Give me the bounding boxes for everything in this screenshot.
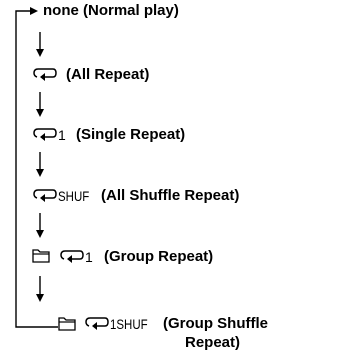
repeat-icon [33, 189, 57, 202]
mode-label-group-repeat: (Group Repeat) [104, 248, 214, 265]
repeat-icon [85, 317, 109, 330]
repeat-icon [33, 128, 57, 141]
mode-label-all-repeat: (All Repeat) [66, 66, 150, 83]
indicator-group-single: 1 [85, 249, 93, 265]
indicator-single: 1 [58, 127, 66, 143]
return-loop-line [15, 7, 58, 328]
indicator-shuffle: SHUF [58, 188, 90, 204]
folder-icon [32, 249, 50, 263]
mode-label-normal: none (Normal play) [43, 2, 179, 19]
mode-label-group-shuffle-line2: Repeat) [185, 334, 241, 351]
indicator-group-shuffle: 1SHUF [110, 316, 148, 332]
repeat-icon [60, 250, 84, 263]
mode-label-single-repeat: (Single Repeat) [76, 126, 186, 143]
folder-icon [58, 317, 76, 331]
mode-label-all-shuffle-repeat: (All Shuffle Repeat) [101, 187, 240, 204]
mode-label-group-shuffle-line1: (Group Shuffle [163, 315, 268, 332]
repeat-icon [33, 68, 57, 81]
